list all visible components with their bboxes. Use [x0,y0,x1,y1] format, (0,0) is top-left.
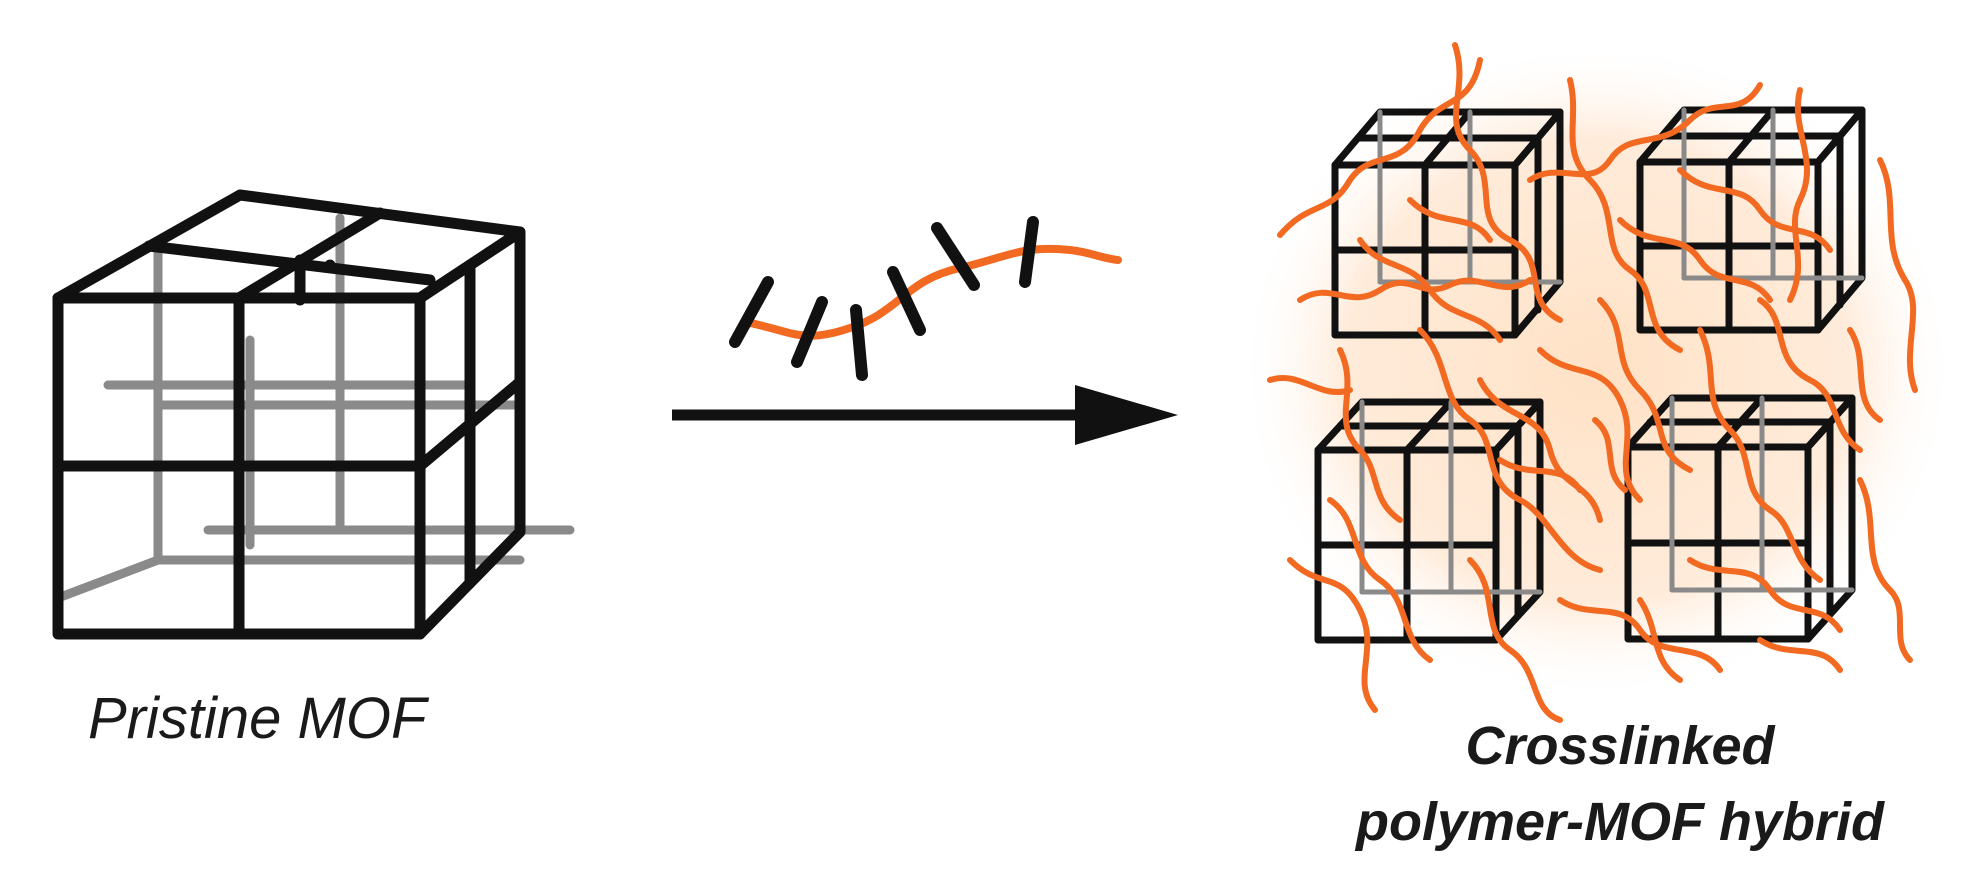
reaction-arrow-icon [672,385,1178,445]
hybrid-label: Crosslinked polymer-MOF hybrid [1290,708,1950,860]
crosslinker-polymer-icon [729,216,1122,381]
polymer-mof-hybrid-icon [1237,40,1957,723]
mof-cube-icon [52,189,575,640]
hybrid-label-line2: polymer-MOF hybrid [1355,792,1885,852]
pristine-mof-label: Pristine MOF [88,686,427,751]
hybrid-label-line1: Crosslinked [1465,716,1775,776]
